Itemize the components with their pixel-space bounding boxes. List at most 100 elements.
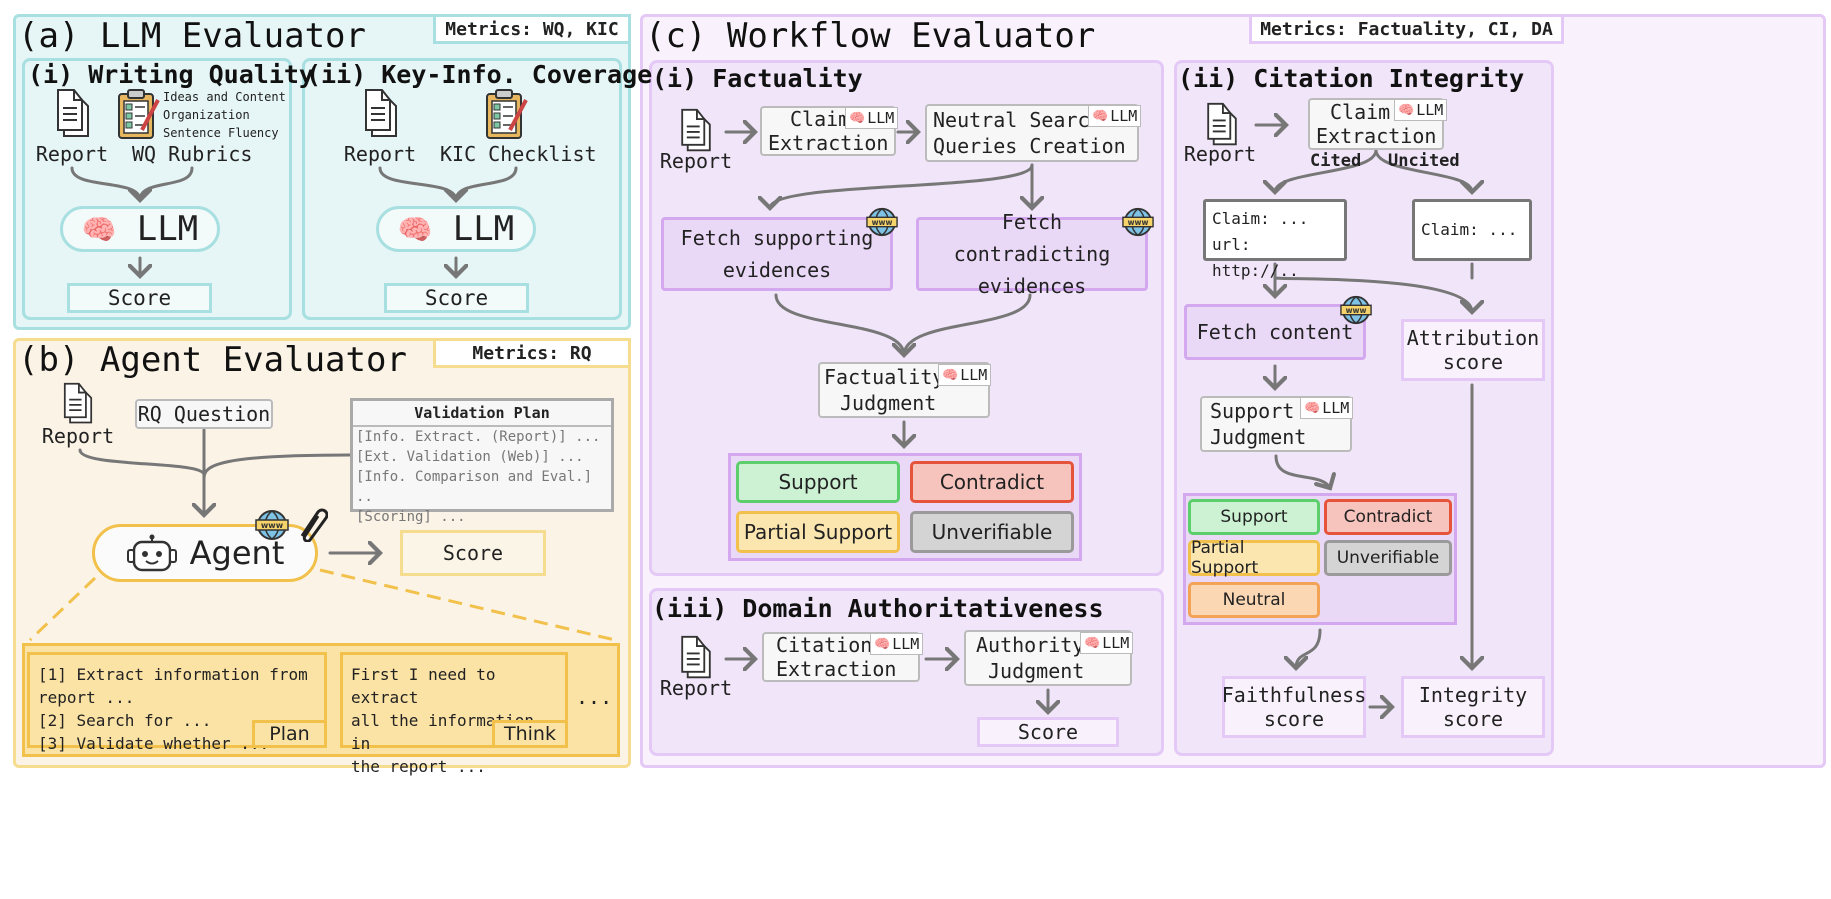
think-step-label: Think — [492, 720, 568, 748]
domain-authoritativeness-title: (iii) Domain Authoritativeness — [652, 594, 1104, 623]
report-icon — [365, 89, 397, 137]
ci-claim-extraction-box: Claim Extraction — [1308, 98, 1444, 150]
panel-a-title: (a) LLM Evaluator — [18, 16, 366, 56]
attribution-score-box: Attribution score — [1401, 319, 1545, 381]
wq-score: Score — [67, 283, 212, 313]
report-icon — [681, 635, 711, 679]
rq-question-box: RQ Question — [135, 399, 273, 429]
brain-icon: 🧠 — [81, 212, 117, 246]
plan-step-line: report ... — [38, 688, 135, 707]
verdict-neutral: Neutral — [1188, 582, 1320, 618]
box-line: Queries Creation — [933, 134, 1126, 158]
web-globe-icon: www — [1122, 207, 1154, 237]
panel-b-title: (b) Agent Evaluator — [18, 340, 407, 380]
validation-plan-line: [Info. Extract. (Report)] ... — [356, 429, 601, 445]
box-line: Neutral Search — [933, 108, 1102, 132]
think-step: First I need to extract all the informat… — [340, 652, 568, 776]
box-line: Judgment — [840, 391, 937, 415]
report-icon — [57, 89, 89, 137]
think-step-line: all the information in — [351, 711, 535, 753]
web-globe-icon: www — [1340, 295, 1372, 325]
clipboard-checklist-icon — [486, 89, 528, 139]
plan-step-line: [1] Extract information from — [38, 665, 308, 684]
box-line: Integrity — [1418, 683, 1528, 707]
brain-icon: 🧠 — [1304, 400, 1321, 416]
metrics-tag-workflow: Metrics: Factuality, CI, DA — [1249, 14, 1564, 44]
uncited-claim-box: Claim: ... — [1412, 199, 1532, 261]
wq-llm-node: 🧠LLM — [60, 206, 220, 252]
box-line: score — [1263, 707, 1325, 731]
kic-checklist-label: KIC Checklist — [440, 142, 597, 166]
ci-report-label: Report — [1183, 142, 1257, 166]
think-step-line: the report ... — [351, 757, 486, 776]
think-step-line: First I need to extract — [351, 665, 496, 707]
kic-title: (ii) Key-Info. Coverage — [306, 60, 653, 89]
panel-c-title: (c) Workflow Evaluator — [645, 16, 1096, 56]
verdict-unverifiable: Unverifiable — [1324, 540, 1452, 576]
kic-score: Score — [384, 283, 529, 313]
box-line: Extraction — [776, 657, 897, 681]
rubric-item: Sentence Fluency — [163, 126, 279, 140]
box-line: Claim: ... — [1212, 209, 1309, 228]
validation-plan-line: [Ext. Validation (Web)] ... — [356, 449, 584, 465]
box-line: evidences — [977, 274, 1087, 298]
box-line: score — [1442, 707, 1504, 731]
box-line: Judgment — [988, 659, 1085, 683]
wq-report-label: Report — [35, 142, 109, 166]
box-line: score — [1442, 350, 1504, 374]
verdict-support: Support — [736, 461, 900, 503]
brain-icon: 🧠 — [1092, 108, 1109, 124]
verdict-support: Support — [1188, 499, 1320, 535]
rubric-item: Ideas and Content — [163, 90, 286, 104]
report-icon — [1207, 102, 1237, 146]
llm-tag: 🧠LLM — [1088, 105, 1142, 127]
report-icon — [681, 108, 711, 152]
validation-plan-line: [Scoring] ... — [356, 509, 466, 525]
fetch-contradicting-box: Fetch contradicting evidences — [916, 210, 1148, 298]
trace-ellipsis: ... — [576, 685, 613, 709]
box-line: Fetch supporting — [680, 226, 874, 250]
fetch-supporting-box: Fetch supporting evidences — [661, 217, 893, 291]
neutral-search-box: Neutral Search Queries Creation — [925, 104, 1139, 162]
brain-icon: 🧠 — [1398, 102, 1415, 118]
verdict-unverifiable: Unverifiable — [910, 511, 1074, 553]
web-globe-icon: www — [866, 207, 898, 237]
plan-step-label: Plan — [252, 720, 327, 748]
report-icon — [63, 382, 93, 424]
agent-label: Agent — [189, 534, 285, 572]
svg-text:www: www — [261, 521, 284, 530]
factuality-title: (i) Factuality — [652, 64, 863, 93]
clipboard-checklist-icon — [118, 89, 160, 139]
box-line: Claim — [790, 107, 851, 131]
box-line: Fetch contradicting — [953, 210, 1111, 266]
wq-title: (i) Writing Quality — [28, 60, 314, 89]
svg-text:www: www — [872, 218, 893, 227]
kic-report-label: Report — [343, 142, 417, 166]
box-line: Attribution — [1406, 326, 1540, 350]
integrity-score-box: Integrity score — [1401, 676, 1545, 738]
svg-text:www: www — [1128, 218, 1149, 227]
box-line: Claim — [1330, 100, 1391, 124]
metrics-tag-agent: Metrics: RQ — [433, 338, 631, 368]
box-line: Support — [1210, 399, 1295, 423]
plan-step-line: [3] Validate whether ... — [38, 734, 270, 753]
da-report-label: Report — [659, 676, 733, 700]
box-line: Extraction — [1316, 124, 1437, 148]
plan-step-line: [2] Search for ... — [38, 711, 212, 730]
robot-icon — [126, 534, 177, 572]
validation-plan-line: [Info. Comparison and Eval.] .. — [356, 469, 593, 505]
box-line: Citations — [776, 633, 885, 657]
agent-report-label: Report — [41, 424, 115, 448]
cited-label: Cited — [1310, 151, 1362, 171]
brain-icon: 🧠 — [1084, 635, 1101, 651]
uncited-label: Uncited — [1388, 151, 1460, 171]
llm-tag: 🧠LLM — [1080, 632, 1134, 654]
verdict-contradict: Contradict — [910, 461, 1074, 503]
box-line: evidences — [722, 258, 832, 282]
svg-text:www: www — [1346, 306, 1367, 315]
llm-tag: 🧠LLM — [1394, 99, 1448, 121]
wq-rubrics-label: WQ Rubrics — [132, 142, 253, 166]
box-line: Factuality — [824, 365, 945, 389]
brain-icon: 🧠 — [874, 636, 891, 652]
web-globe-icon: www — [255, 510, 289, 540]
